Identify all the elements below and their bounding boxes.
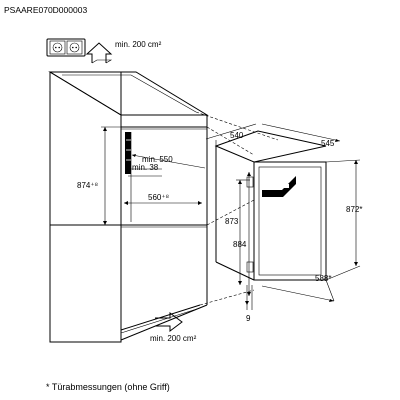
height-872-label: 872* (346, 205, 362, 214)
depth-540-label: 540 (230, 131, 244, 140)
cabinet-depth-dimension (131, 154, 206, 169)
bottom-ventilation-arrow-icon (155, 312, 183, 332)
width-588-dimension (261, 279, 335, 302)
gap-9-label: 9 (246, 314, 251, 323)
height-873-dimension (236, 179, 250, 285)
top-ventilation-label: min. 200 cm² (115, 40, 162, 49)
width-560-label: 560⁺⁸ (148, 193, 169, 202)
height-873-label: 873 (225, 217, 239, 226)
cabinet-height-dimension (101, 126, 121, 226)
gap-9-dimension (245, 285, 253, 310)
min-550-label: min. 550 (142, 155, 173, 164)
depth-540-dimension (205, 123, 257, 146)
appliance-unit (214, 130, 327, 281)
depth-545-dimension (261, 123, 341, 142)
footnote: * Türabmessungen (ohne Griff) (46, 382, 170, 392)
min-38-label: min. 38 (132, 163, 159, 172)
height-884-label: 884 (233, 240, 247, 249)
width-588-label: 588* (315, 274, 331, 283)
depth-545-label: 545 (321, 139, 335, 148)
power-socket-icon (46, 38, 86, 57)
height-872-dimension (325, 159, 361, 281)
cabinet-width-dimension (124, 201, 202, 205)
vent-strip (125, 132, 131, 174)
top-ventilation-arrow-icon (85, 42, 113, 64)
projection-lines (195, 111, 279, 306)
document-code: PSAARE070D000003 (4, 5, 87, 15)
height-884-dimension (247, 172, 251, 296)
min-38-dimension (128, 168, 162, 177)
bottom-ventilation-label: min. 200 cm² (150, 334, 197, 343)
tall-cabinet (48, 71, 209, 343)
height-874-label: 874⁺⁸ (77, 181, 98, 190)
